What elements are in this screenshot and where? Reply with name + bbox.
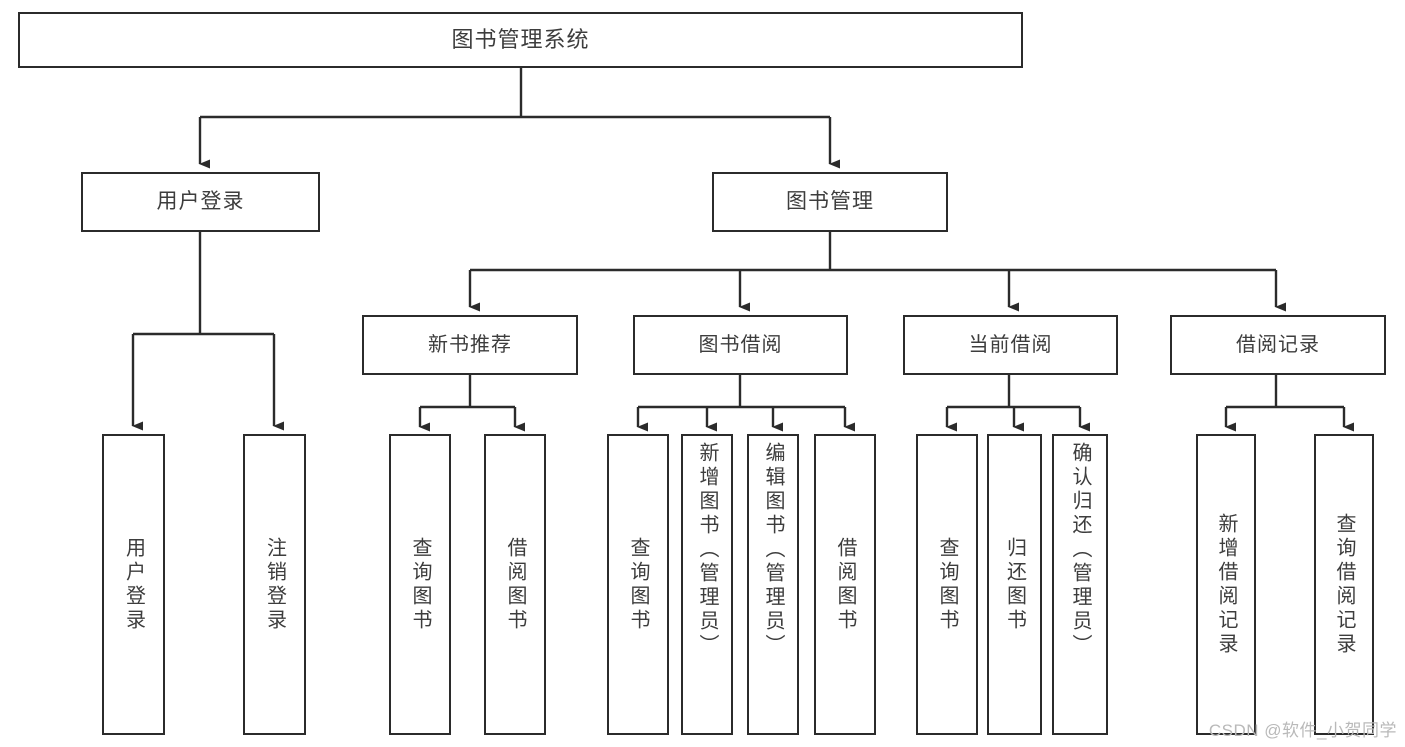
node-leaf-edit-book-admin[interactable]: 编辑图书（管理员） xyxy=(747,434,799,735)
node-leaf-query-book-2-label: 查询图书 xyxy=(627,536,649,633)
node-user-login[interactable]: 用户登录 xyxy=(81,172,320,232)
node-leaf-borrow-book-2[interactable]: 借阅图书 xyxy=(814,434,876,735)
csdn-watermark: CSDN @软件_小贺同学 xyxy=(1208,721,1397,740)
node-leaf-query-borrow-record[interactable]: 查询借阅记录 xyxy=(1314,434,1374,735)
node-current-borrow[interactable]: 当前借阅 xyxy=(903,315,1118,375)
node-book-management-label: 图书管理 xyxy=(786,190,874,214)
node-leaf-query-book-3[interactable]: 查询图书 xyxy=(916,434,978,735)
node-leaf-query-book-1-label: 查询图书 xyxy=(409,536,431,633)
node-leaf-borrow-book-1-label: 借阅图书 xyxy=(504,536,526,633)
node-leaf-query-book-2[interactable]: 查询图书 xyxy=(607,434,669,735)
node-leaf-confirm-return-admin[interactable]: 确认归还（管理员） xyxy=(1052,434,1108,735)
node-borrow-record-label: 借阅记录 xyxy=(1236,333,1320,356)
node-leaf-borrow-book-1[interactable]: 借阅图书 xyxy=(484,434,546,735)
node-leaf-query-borrow-record-label: 查询借阅记录 xyxy=(1333,512,1355,657)
node-book-borrow-label: 图书借阅 xyxy=(698,333,783,356)
node-leaf-query-book-1[interactable]: 查询图书 xyxy=(389,434,451,735)
node-leaf-add-book-admin[interactable]: 新增图书（管理员） xyxy=(681,434,733,735)
node-leaf-edit-book-admin-label: 编辑图书（管理员） xyxy=(762,442,784,658)
node-leaf-borrow-book-2-label: 借阅图书 xyxy=(834,536,856,633)
node-leaf-add-borrow-record[interactable]: 新增借阅记录 xyxy=(1196,434,1256,735)
node-new-book-recommend[interactable]: 新书推荐 xyxy=(362,315,578,375)
node-leaf-return-book[interactable]: 归还图书 xyxy=(987,434,1042,735)
node-leaf-add-book-admin-label: 新增图书（管理员） xyxy=(696,442,718,658)
node-leaf-user-login[interactable]: 用户登录 xyxy=(102,434,165,735)
node-leaf-query-book-3-label: 查询图书 xyxy=(936,536,958,633)
node-new-book-recommend-label: 新书推荐 xyxy=(428,333,512,356)
node-leaf-return-book-label: 归还图书 xyxy=(1003,536,1026,633)
node-leaf-logout-login[interactable]: 注销登录 xyxy=(243,434,306,735)
node-leaf-user-login-label: 用户登录 xyxy=(122,536,145,633)
node-book-management[interactable]: 图书管理 xyxy=(712,172,948,232)
node-borrow-record[interactable]: 借阅记录 xyxy=(1170,315,1386,375)
node-root-label: 图书管理系统 xyxy=(451,26,590,52)
node-user-login-label: 用户登录 xyxy=(156,190,245,214)
node-leaf-logout-login-label: 注销登录 xyxy=(263,536,286,633)
node-leaf-confirm-return-admin-label: 确认归还（管理员） xyxy=(1069,442,1091,658)
node-leaf-add-borrow-record-label: 新增借阅记录 xyxy=(1215,512,1237,657)
node-current-borrow-label: 当前借阅 xyxy=(968,333,1053,356)
node-book-borrow[interactable]: 图书借阅 xyxy=(633,315,848,375)
node-root[interactable]: 图书管理系统 xyxy=(18,12,1023,68)
